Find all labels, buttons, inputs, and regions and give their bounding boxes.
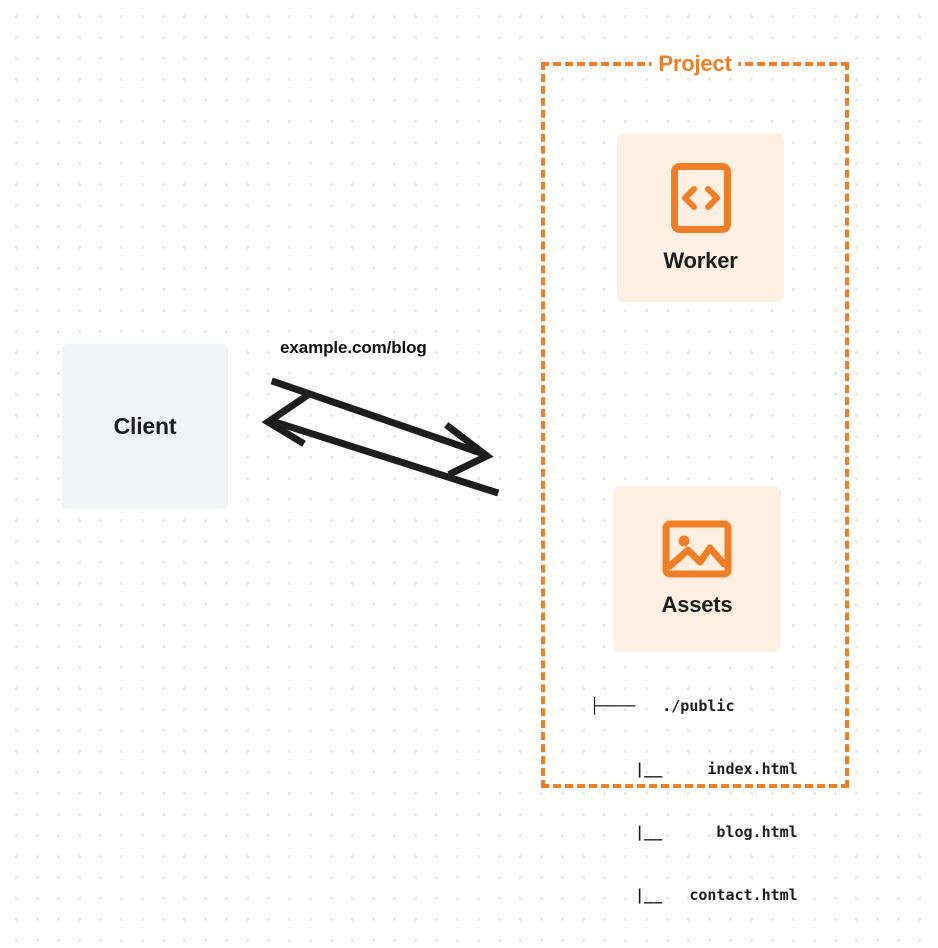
asset-tree-line: ├──── ./public: [590, 697, 735, 715]
asset-tree-line: |__ blog.html: [590, 823, 798, 841]
code-file-icon: [670, 162, 732, 234]
response-arrow: [261, 392, 500, 497]
request-url-label: example.com/blog: [280, 338, 427, 357]
request-arrow: [270, 377, 494, 478]
image-icon: [662, 520, 732, 578]
project-group-title: Project: [651, 51, 739, 77]
assets-card[interactable]: Assets: [613, 486, 781, 652]
worker-card[interactable]: Worker: [617, 133, 784, 302]
asset-tree-line: |__ index.html: [590, 760, 798, 778]
worker-card-label: Worker: [663, 247, 738, 273]
asset-file-tree: ├──── ./public |__ index.html |__ blog.h…: [590, 654, 798, 948]
client-node-label: Client: [113, 413, 177, 439]
asset-tree-line: |__ contact.html: [590, 886, 798, 904]
project-group: Project Worker Assets ├──── ./public |__…: [541, 51, 849, 904]
client-node[interactable]: Client: [62, 344, 228, 509]
assets-card-label: Assets: [661, 592, 733, 617]
